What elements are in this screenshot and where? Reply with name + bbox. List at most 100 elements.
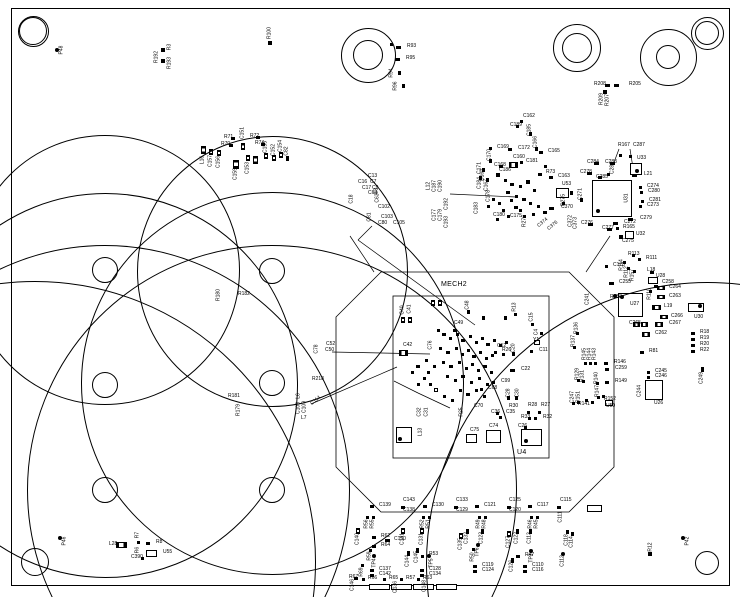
ref-designator-c190: C190 [437,180,444,192]
test-point-dot [697,303,703,309]
ref-designator-c162: C162 [523,113,535,119]
component-pad [650,270,654,274]
test-point-dot [397,436,403,442]
component-pad [478,176,482,180]
mounting-hole-inner-ring [695,551,719,575]
component-pad [474,340,478,344]
component-pad [515,124,519,128]
ref-designator-c185: C185 [526,124,533,136]
ref-designator-r165: R165 [623,224,635,230]
component-pad [513,312,517,316]
component-pad [522,214,526,218]
component-pad [503,178,507,182]
component-pad [548,206,554,210]
ref-designator-u32: U32 [636,231,646,237]
component-pad [268,41,272,45]
component-pad [622,260,626,264]
ref-designator-r72: R72 [250,133,260,139]
component-pad [530,322,534,326]
ref-designator-c276: C276 [581,220,593,226]
ref-designator-c280: C280 [648,188,660,194]
mounting-hole [340,27,396,83]
ref-designator-c189: C189 [510,122,522,128]
component-pad [491,197,495,201]
ref-designator-c272: C272 [624,219,636,225]
component-pad [492,338,496,342]
ref-designator-c285: C285 [596,174,608,180]
component-pad [481,316,485,320]
component-pad [519,119,523,123]
test-point-dot [528,548,534,554]
test-point-dot [523,438,529,444]
ref-designator-c184: C184 [476,177,483,189]
component-pad [499,164,503,168]
component-pad [493,350,497,354]
component-pad [497,201,501,205]
ref-designator-c258: C258 [662,279,674,285]
component-pad [579,198,583,202]
component-pad [618,153,622,157]
component-pad [626,266,630,270]
component-pad [518,184,522,188]
component-pad [539,331,543,335]
component-pad [632,269,636,273]
component-pad [543,210,547,214]
ref-designator-c193: C193 [443,216,450,228]
mounting-hole-inner-ring [259,477,285,503]
component-pad [488,159,492,163]
ref-designator-r207: R207 [604,94,611,106]
ref-designator-c287: C287 [633,142,645,148]
ref-designator-r111: R111 [646,255,658,261]
component-pad [161,48,165,52]
component-pad [397,71,401,75]
component-pad [613,83,619,87]
ref-designator-r275: R275 [560,194,567,206]
component-pad [604,83,610,87]
component-pad [536,204,540,208]
component-pad [593,161,599,165]
component-pad [200,146,206,154]
component-pad [481,168,485,172]
component-pad [534,147,538,151]
component-pad [598,175,602,179]
component-pad [519,160,523,164]
component-pad [619,235,623,239]
component-pad [503,316,507,320]
ref-designator-c178: C178 [485,190,492,202]
ref-designator-c271: C271 [577,188,584,200]
ref-designator-r73: R73 [546,169,556,175]
component-pad [401,84,405,88]
ref-designator-c283: C283 [605,159,617,165]
ref-designator-c160: C160 [513,154,525,160]
component-pad [612,221,618,225]
component-pad [543,164,547,168]
component-pad [495,217,499,221]
component-pad [638,204,642,208]
component-pad [489,370,493,374]
component-pad [606,172,610,176]
component-pad [531,212,535,216]
component-pad [486,204,490,208]
component-pad [586,171,592,175]
component-pad [532,188,536,192]
mounting-hole [553,24,601,72]
component-pad [518,208,522,212]
component-pad [231,136,235,140]
ref-designator-c277: C277 [602,225,614,231]
component-pad [485,178,489,182]
ref-designator-r71: R71 [224,134,234,140]
component-pad [504,340,508,344]
ref-designator-c4: C4 [533,328,540,336]
component-pad [501,208,505,212]
mounting-hole-inner-ring [353,40,383,70]
ref-designator-c20: C20 [510,343,517,353]
component-pad [631,253,635,257]
ref-designator-c281: C281 [649,197,661,203]
ref-designator-c274: C274 [647,183,659,189]
test-point-dot [57,535,63,541]
component-pad [478,350,482,354]
component-pad [511,352,515,356]
test-point-dot [426,553,432,559]
component-pad [496,173,500,177]
component-pad [506,214,510,218]
